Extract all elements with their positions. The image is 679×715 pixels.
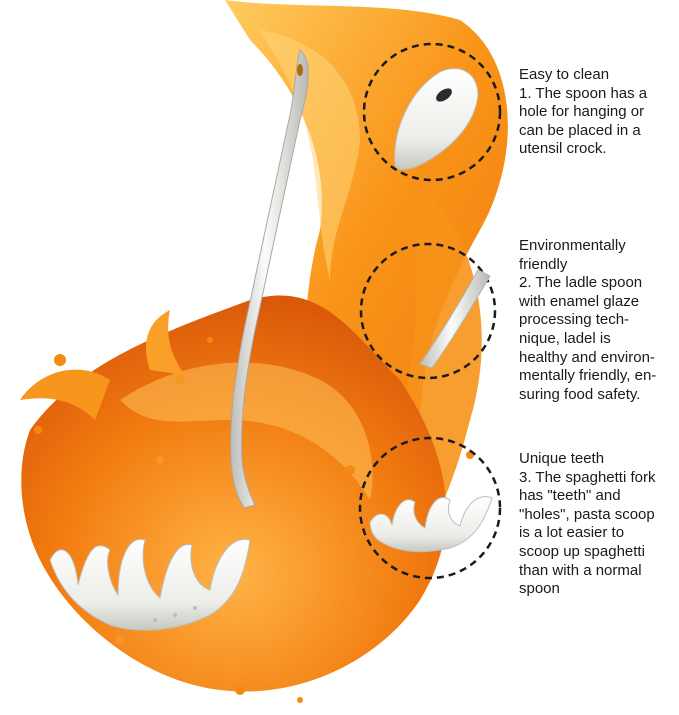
feature-description-line: healthy and environ- — [519, 348, 655, 366]
spoon-handle — [230, 49, 309, 509]
callout-ring — [362, 42, 502, 182]
feature-description-line: 1. The spoon has a — [519, 84, 648, 102]
feature-description-line: can be placed in a — [519, 121, 641, 139]
juice-droplet — [34, 426, 42, 434]
juice-droplet — [175, 375, 185, 385]
feature-title: Environmentally — [519, 237, 626, 254]
feature-description-line: 3. The spaghetti fork — [519, 468, 656, 486]
callout-spoon-tip — [394, 68, 479, 170]
hanging-hole — [297, 64, 303, 76]
juice-droplet — [207, 337, 213, 343]
callout-teeth — [358, 436, 502, 580]
callout-handle — [419, 269, 491, 369]
feature-easy-to-clean: Easy to clean 1. The spoon has a hole fo… — [519, 66, 679, 159]
feature-unique-teeth: Unique teeth 3. The spaghetti fork has "… — [519, 450, 679, 599]
spaghetti-spoon — [49, 49, 309, 631]
juice-droplet — [297, 697, 303, 703]
callout-enamel-handle — [359, 242, 497, 380]
callout-ring — [359, 242, 497, 380]
juice-droplet — [345, 465, 355, 475]
spoon-scoop — [49, 538, 251, 631]
feature-description-line: utensil crock. — [519, 140, 607, 158]
feature-description-line: 2. The ladle spoon — [519, 274, 643, 292]
juice-droplet — [54, 354, 66, 366]
feature-description-line: "holes", pasta scoop — [519, 505, 655, 523]
juice-droplet — [156, 456, 164, 464]
scoop-hole — [173, 613, 177, 617]
feature-description-line: with enamel glaze — [519, 292, 640, 310]
juice-highlight — [260, 30, 360, 280]
feature-description-line: processing tech- — [519, 311, 630, 329]
feature-description-line: suring food safety. — [519, 385, 641, 403]
feature-environmentally-friendly: Environmentally friendly 2. The ladle sp… — [519, 237, 679, 404]
feature-description-line: than with a normal — [519, 561, 642, 579]
juice-droplet — [116, 636, 124, 644]
juice-highlight-low — [120, 362, 373, 500]
feature-title: Easy to clean — [519, 66, 610, 83]
callout-ring — [358, 436, 502, 580]
feature-description-line: is a lot easier to — [519, 524, 625, 542]
scoop-hole — [193, 606, 197, 610]
juice-splash-top-left — [146, 310, 185, 375]
feature-description-line: spoon — [519, 580, 560, 598]
feature-description-line: mentally friendly, en- — [519, 367, 657, 385]
feature-description-line: nique, ladel is — [519, 329, 611, 347]
feature-description-line: scoop up spaghetti — [519, 542, 645, 560]
callout-teeth-scoop — [369, 496, 493, 553]
feature-description-line: hole for hanging or — [519, 103, 645, 121]
callout-hanging-hole — [362, 42, 502, 182]
feature-description-line: has "teeth" and — [519, 487, 621, 505]
feature-title: Unique teeth — [519, 450, 605, 467]
juice-droplet — [235, 685, 245, 695]
callout-hole — [436, 88, 452, 102]
feature-title: friendly — [519, 255, 568, 273]
juice-splash-left — [20, 369, 110, 420]
scoop-hole — [153, 618, 157, 622]
